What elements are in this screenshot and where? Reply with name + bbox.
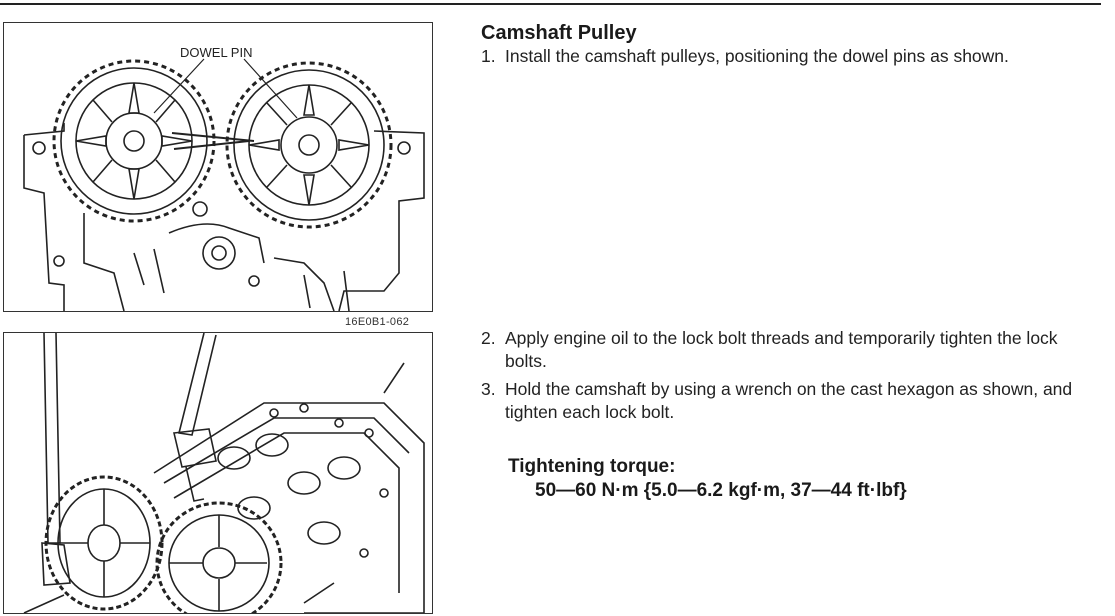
dowel-pin-callout: DOWEL PIN	[180, 45, 252, 60]
step-number: 2.	[481, 328, 496, 348]
wrench-illustration	[23, 333, 425, 613]
pulley-illustration: DOWEL PIN	[23, 45, 425, 311]
figure-camshaft-pulleys: DOWEL PIN	[3, 22, 433, 312]
step-number: 3.	[481, 379, 496, 399]
step-3: 3. Hold the camshaft by using a wrench o…	[481, 378, 1103, 424]
figure-code: 16E0B1-062	[345, 316, 410, 328]
torque-label: Tightening torque:	[508, 456, 676, 477]
top-rule	[0, 3, 1101, 5]
step-2: 2. Apply engine oil to the lock bolt thr…	[481, 327, 1103, 373]
step-text: Apply engine oil to the lock bolt thread…	[505, 328, 1058, 371]
figure-wrench-on-camshaft	[3, 332, 433, 614]
section-title: Camshaft Pulley	[481, 22, 637, 44]
step-1: 1. Install the camshaft pulleys, positio…	[481, 45, 1103, 68]
torque-value: 50—60 N·m {5.0—6.2 kgf·m, 37—44 ft·lbf}	[535, 480, 907, 501]
step-number: 1.	[481, 46, 496, 66]
step-text: Install the camshaft pulleys, positionin…	[505, 46, 1009, 66]
step-text: Hold the camshaft by using a wrench on t…	[505, 379, 1073, 422]
